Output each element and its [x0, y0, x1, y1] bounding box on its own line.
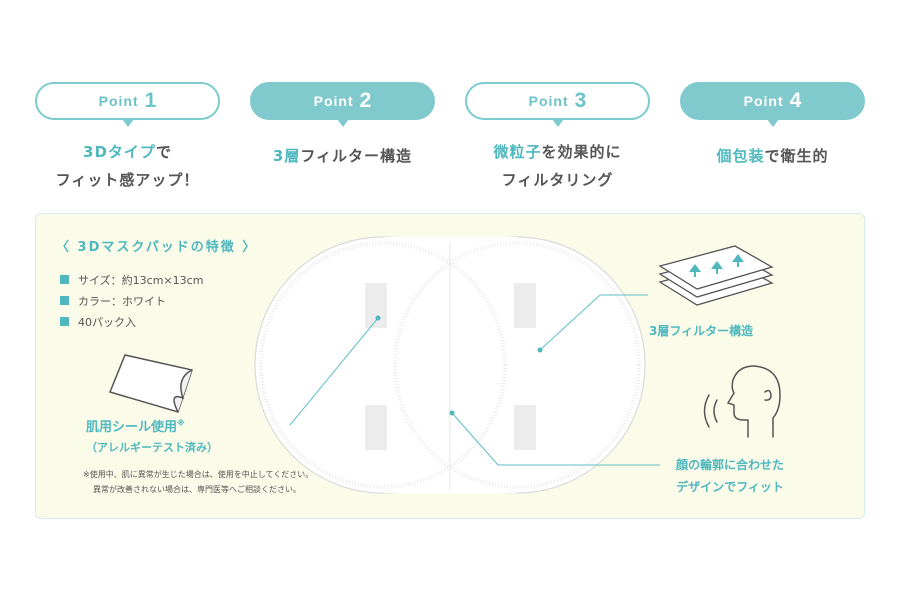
- point-word: Point: [528, 93, 569, 109]
- leader-line-sheet: [289, 317, 379, 426]
- point-number: 4: [789, 89, 802, 112]
- spec-item: 40パック入: [60, 311, 203, 332]
- spec-list: サイズ：約13cm×13cm カラー：ホワイト 40パック入: [60, 269, 203, 332]
- point-text-line2: フィット感アップ！: [55, 171, 200, 189]
- point-text-rest: で衛生的: [764, 147, 829, 165]
- arrow-up-icon: [711, 261, 723, 274]
- sticker-top-right: [514, 283, 536, 328]
- sticker-bottom-left: [365, 405, 387, 450]
- point-highlight: 個包装: [716, 147, 765, 165]
- face-profile-icon: [703, 365, 781, 438]
- leader-dot: [449, 410, 455, 416]
- point-text-rest: で: [155, 143, 172, 161]
- point-word: Point: [313, 93, 354, 109]
- filter-label: 3層フィルター構造: [649, 324, 754, 338]
- sticker-top-left: [365, 283, 387, 328]
- point-2-text: 3層フィルター構造: [250, 142, 435, 170]
- spec-text: 40パック入: [78, 315, 136, 329]
- point-highlight: 3層: [272, 147, 301, 165]
- sheet-label-text: 肌用シール使用: [86, 420, 178, 435]
- bullet-square-icon: [60, 275, 69, 284]
- point-text-rest: フィルター構造: [300, 147, 413, 165]
- point-3-badge: Point 3: [465, 82, 650, 127]
- bullet-square-icon: [60, 317, 69, 326]
- point-1: Point 1 3Dタイプで フィット感アップ！: [35, 82, 220, 194]
- point-2: Point 2 3層フィルター構造: [250, 82, 435, 170]
- spec-text: サイズ：約13cm×13cm: [78, 273, 204, 287]
- point-word: Point: [743, 93, 784, 109]
- point-4-text: 個包装で衛生的: [680, 142, 865, 170]
- leader-lines: [289, 294, 660, 466]
- point-3-text: 微粒子を効果的に フィルタリング: [465, 138, 650, 194]
- bullet-square-icon: [60, 296, 69, 305]
- point-2-badge: Point 2: [250, 82, 435, 127]
- point-text-line2: フィルタリング: [501, 171, 614, 189]
- filter-layers-icon: [658, 245, 774, 306]
- sheet-label-mark: ※: [177, 418, 185, 428]
- point-4-badge: Point 4: [680, 82, 865, 127]
- sheet-label: 肌用シール使用※ （アレルギーテスト済み）: [86, 416, 218, 455]
- point-word: Point: [98, 93, 139, 109]
- spec-item: サイズ：約13cm×13cm: [60, 269, 203, 290]
- mask-pad-edge-right: [393, 241, 641, 489]
- arrow-up-icon: [732, 254, 744, 267]
- point-number: 1: [144, 89, 157, 112]
- fit-label-line2: デザインでフィット: [676, 480, 784, 494]
- points-row: Point 1 3Dタイプで フィット感アップ！ Point 2 3層フィルター…: [0, 0, 900, 210]
- features-title: 〈 3Dマスクパッドの特徴 〉: [56, 240, 258, 255]
- spec-item: カラー：ホワイト: [60, 290, 203, 311]
- sticker-bottom-right: [514, 405, 536, 450]
- point-1-badge: Point 1: [35, 82, 220, 127]
- usage-note-line1: ※使用中、肌に異常が生じた場合は、使用を中止してください。: [83, 470, 314, 479]
- spec-text: カラー：ホワイト: [78, 294, 166, 308]
- point-highlight: 3Dタイプ: [83, 143, 156, 161]
- point-1-text: 3Dタイプで フィット感アップ！: [35, 138, 220, 194]
- sticker-sheet-icon: [108, 354, 193, 413]
- point-number: 3: [574, 89, 587, 112]
- point-number: 2: [359, 89, 372, 112]
- arrow-up-icon: [689, 264, 701, 277]
- point-text-rest: を効果的に: [541, 143, 622, 161]
- usage-note-line2: 異常が改善されない場合は、専門医等へご相談ください。: [93, 485, 301, 494]
- point-3: Point 3 微粒子を効果的に フィルタリング: [465, 82, 650, 194]
- point-4: Point 4 個包装で衛生的: [680, 82, 865, 170]
- mask-pad-edge-left: [259, 241, 507, 489]
- sheet-label-sub: （アレルギーテスト済み）: [86, 441, 218, 454]
- usage-note: ※使用中、肌に異常が生じた場合は、使用を中止してください。 異常が改善されない場…: [83, 467, 313, 497]
- fit-label: 顔の輪郭に合わせた デザインでフィット: [676, 454, 784, 498]
- fit-label-line1: 顔の輪郭に合わせた: [676, 458, 785, 472]
- leader-dot: [537, 347, 543, 353]
- point-highlight: 微粒子: [493, 143, 542, 161]
- leader-line-fit: [451, 412, 499, 466]
- leader-dot: [375, 315, 381, 321]
- mask-pad-illustration: [254, 236, 646, 494]
- leader-line-filter: [539, 294, 601, 351]
